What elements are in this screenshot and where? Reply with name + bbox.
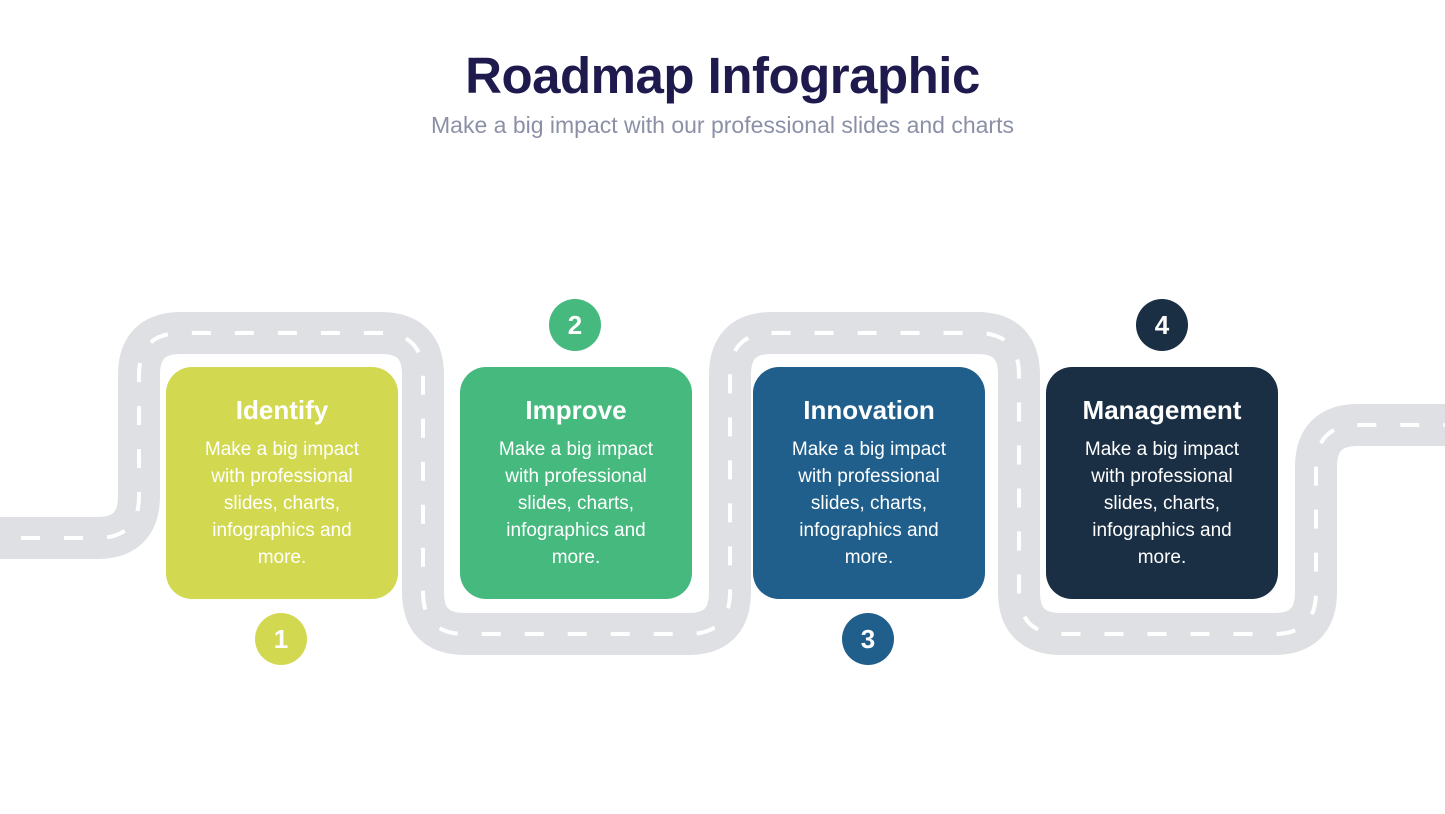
step-4-number: 4 — [1154, 309, 1170, 340]
step-2-description: Make a big impact with professional slid… — [498, 439, 654, 568]
step-1-title: Identify — [235, 395, 329, 425]
step-4-number-badge: 4 — [1136, 299, 1188, 351]
step-4-card: Management Make a big impact with profes… — [1046, 367, 1278, 599]
page-subtitle: Make a big impact with our professional … — [431, 112, 1014, 139]
step-2-number-badge: 2 — [549, 299, 601, 351]
step-3-card: Innovation Make a big impact with profes… — [753, 367, 985, 599]
step-1-card: Identify Make a big impact with professi… — [166, 367, 398, 599]
header: Roadmap Infographic Make a big impact wi… — [0, 0, 1445, 139]
step-3-description: Make a big impact with professional slid… — [791, 439, 947, 568]
step-2-number: 2 — [567, 309, 583, 340]
step-2-title: Improve — [525, 395, 627, 425]
page-title: Roadmap Infographic — [465, 47, 980, 104]
step-4-title: Management — [1082, 395, 1242, 425]
step-1-description: Make a big impact with professional slid… — [204, 439, 360, 568]
step-1-number-badge: 1 — [255, 613, 307, 665]
road-centerline-dashes — [0, 331, 1445, 636]
step-3-title: Innovation — [803, 395, 935, 425]
step-1-number: 1 — [273, 623, 289, 654]
step-3-number: 3 — [860, 623, 876, 654]
step-3-number-badge: 3 — [842, 613, 894, 665]
step-2-card: Improve Make a big impact with professio… — [460, 367, 692, 599]
step-4-description: Make a big impact with professional slid… — [1084, 439, 1240, 568]
